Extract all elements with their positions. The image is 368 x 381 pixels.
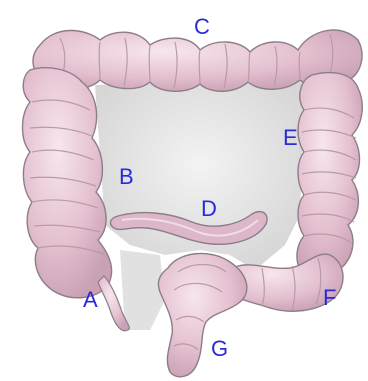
label-e: E <box>283 127 298 149</box>
label-c: C <box>194 16 210 38</box>
label-b: B <box>119 166 134 188</box>
label-g: G <box>211 338 228 360</box>
label-d: D <box>201 198 217 220</box>
rectum <box>158 253 246 376</box>
descending-colon <box>297 73 362 279</box>
label-f: F <box>323 287 336 309</box>
label-a: A <box>83 289 98 311</box>
pelvic-shading <box>120 250 165 330</box>
